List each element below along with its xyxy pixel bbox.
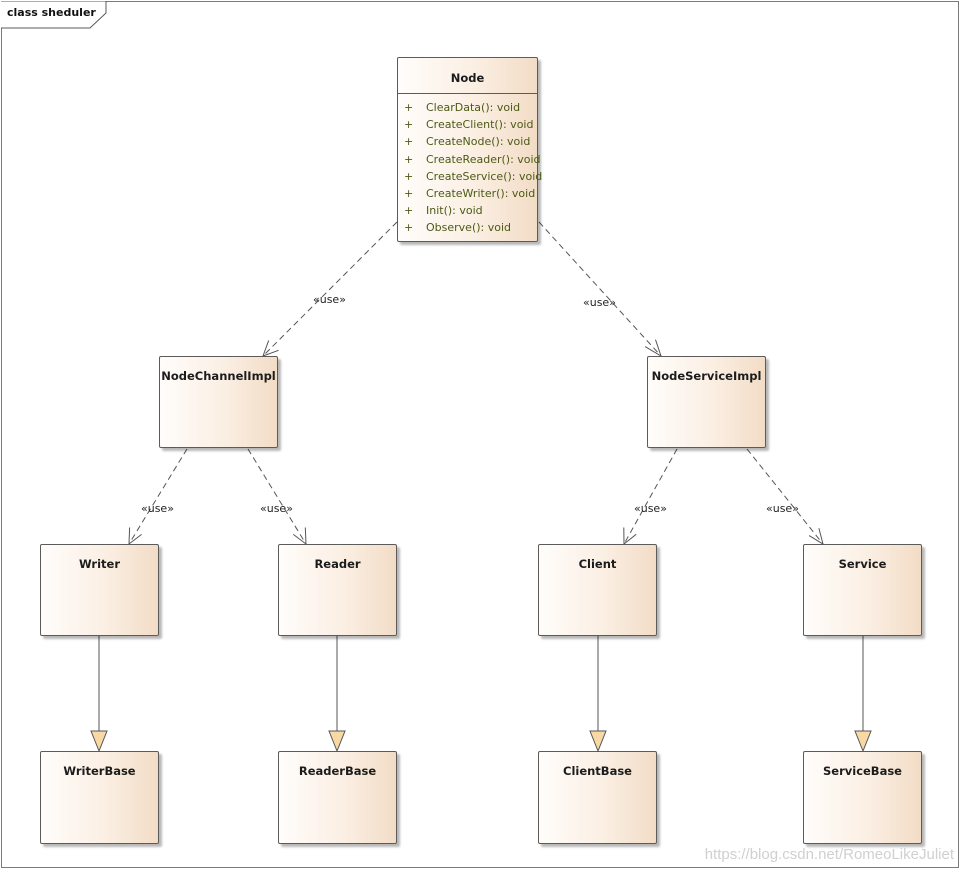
operation-item: + CreateService(): void (398, 168, 542, 185)
class-name: WriterBase (63, 764, 136, 778)
class-name: ReaderBase (298, 764, 377, 778)
class-name: Node (450, 71, 485, 85)
class-name: Reader (314, 557, 361, 571)
operation-signature: CreateReader(): void (426, 152, 541, 166)
visibility-marker: + (404, 135, 414, 149)
operation-signature: CreateNode(): void (426, 135, 531, 149)
frame-title: class sheduler (7, 6, 96, 19)
use-label-nodechannelimpl-writer: «use» (141, 502, 174, 515)
class-name: Client (578, 557, 617, 571)
use-label-node-nodeserviceimpl: «use» (583, 296, 616, 309)
visibility-marker: + (404, 101, 414, 114)
use-label-node-nodechannelimpl: «use» (313, 293, 346, 306)
operation-signature: Observe(): void (426, 221, 512, 235)
class-name: ClientBase (563, 764, 632, 778)
use-label-nodechannelimpl-reader: «use» (260, 502, 293, 515)
operations-compartment: + ClearData(): void + CreateClient(): void… (398, 99, 542, 237)
frame-title-tab (1, 1, 107, 29)
operation-signature: ClearData(): void (426, 101, 521, 114)
operation-item: + CreateReader(): void (398, 151, 541, 168)
class-node-channel-impl[interactable]: NodeChannelImpl (159, 356, 278, 448)
operation-item: + Observe(): void (398, 219, 537, 236)
visibility-marker: + (404, 118, 414, 132)
visibility-marker: + (404, 152, 414, 166)
operation-item: + ClearData(): void (398, 99, 537, 116)
compartment-divider (398, 93, 537, 94)
class-name: NodeServiceImpl (651, 369, 762, 383)
class-node-service-impl[interactable]: NodeServiceImpl (647, 356, 766, 448)
watermark-text: https://blog.csdn.net/RomeoLikeJuliet (704, 846, 954, 863)
visibility-marker: + (404, 186, 414, 200)
visibility-marker: + (404, 169, 414, 183)
class-name: ServiceBase (823, 764, 902, 778)
class-name: Service (838, 557, 887, 571)
visibility-marker: + (404, 204, 414, 218)
class-client-base[interactable]: ClientBase (538, 751, 657, 844)
visibility-marker: + (404, 221, 414, 235)
class-name: Writer (78, 557, 121, 571)
operation-signature: CreateWriter(): void (426, 186, 536, 200)
operation-signature: CreateClient(): void (426, 118, 534, 132)
class-node[interactable]: Node + ClearData(): void + CreateClient():… (397, 57, 542, 242)
operation-item: + CreateWriter(): void (398, 185, 537, 202)
class-service-base[interactable]: ServiceBase (803, 751, 922, 844)
class-reader[interactable]: Reader (278, 544, 397, 636)
use-label-nodeserviceimpl-service: «use» (766, 502, 799, 515)
operation-item: + CreateNode(): void (398, 133, 537, 150)
class-name: NodeChannelImpl (161, 369, 276, 383)
class-client[interactable]: Client (538, 544, 657, 636)
operation-signature: Init(): void (426, 204, 483, 218)
class-writer[interactable]: Writer (40, 544, 159, 636)
operation-item: + Init(): void (398, 202, 537, 219)
operation-item: + CreateClient(): void (398, 116, 537, 133)
use-label-nodeserviceimpl-client: «use» (634, 502, 667, 515)
class-reader-base[interactable]: ReaderBase (278, 751, 397, 844)
operation-signature: CreateService(): void (426, 169, 543, 183)
class-service[interactable]: Service (803, 544, 922, 636)
class-writer-base[interactable]: WriterBase (40, 751, 159, 844)
